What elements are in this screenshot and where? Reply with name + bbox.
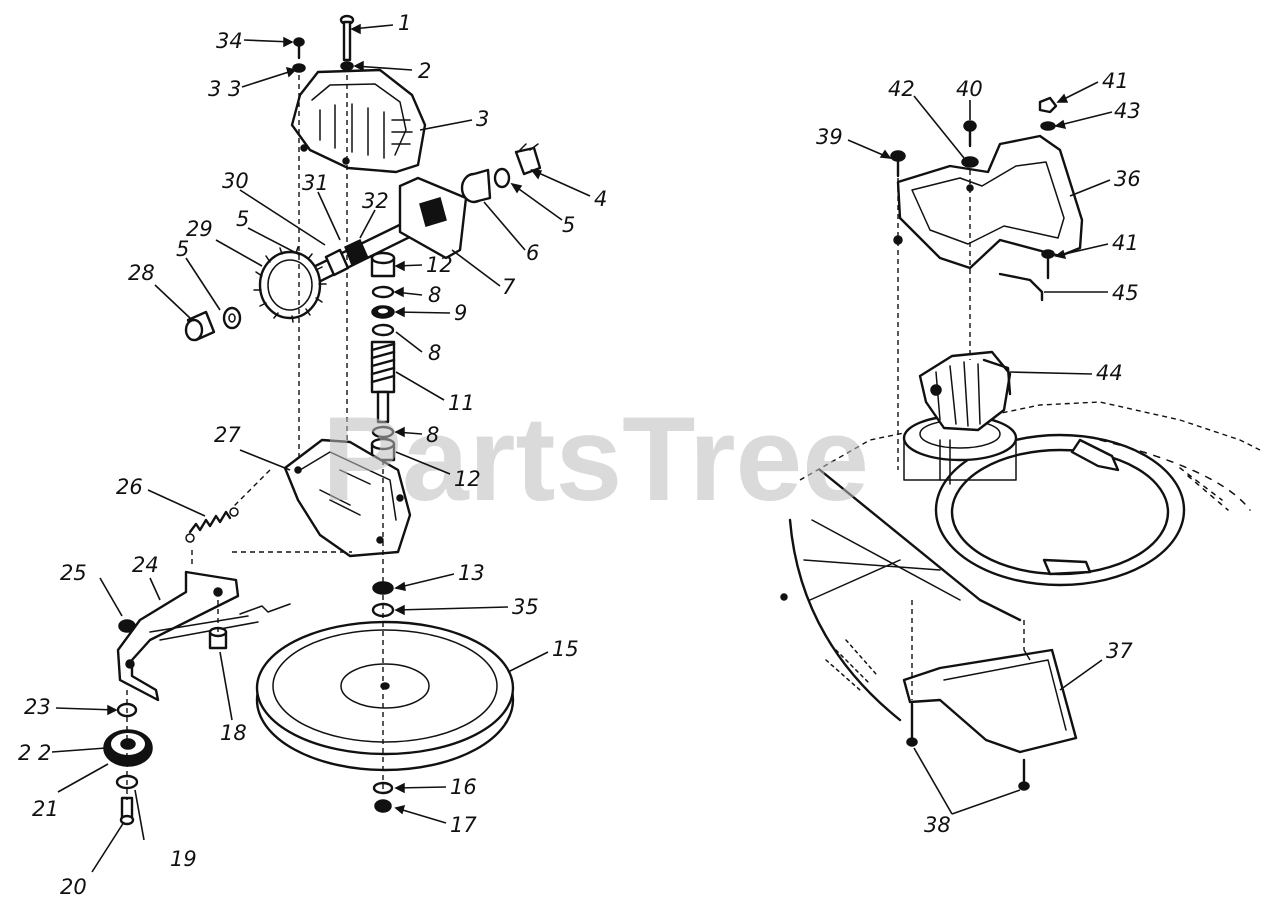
part-deck — [799, 401, 1261, 481]
callout-45: 45 — [1112, 281, 1139, 305]
callout-15: 15 — [552, 637, 579, 661]
part-worm-gear-11 — [370, 340, 396, 424]
callout-16: 16 — [450, 775, 477, 799]
callout-11: 11 — [448, 391, 475, 415]
chute-assembly — [780, 96, 1261, 791]
part-gearbox-housing-27 — [283, 438, 412, 558]
callout-41-lower: 41 — [1112, 231, 1139, 255]
callout-7: 7 — [502, 275, 516, 299]
part-pin-41-lower — [1041, 249, 1055, 280]
callout-18: 18 — [220, 721, 247, 745]
part-nut-41-top — [1038, 96, 1058, 114]
part-bushing-28 — [184, 310, 216, 342]
callout-labels: 1 2 3 4 5 6 7 12 8 9 8 11 8 12 13 35 15 … — [18, 11, 1141, 899]
callout-40: 40 — [956, 77, 983, 101]
part-spring-26 — [185, 507, 239, 543]
leader-lines — [51, 23, 1113, 873]
part-nut-17 — [374, 799, 392, 813]
callout-8-c: 8 — [426, 423, 439, 447]
part-chute-top-36 — [893, 134, 1084, 270]
callout-27: 27 — [214, 423, 241, 447]
callout-8-a: 8 — [428, 283, 441, 307]
part-washer-43 — [1040, 121, 1056, 131]
part-bearing-plate-7 — [398, 176, 468, 260]
callout-29: 29 — [186, 217, 213, 241]
part-bearing-9 — [371, 305, 395, 319]
callout-39: 39 — [816, 125, 843, 149]
callout-8-b: 8 — [428, 341, 441, 365]
callout-25: 25 — [60, 561, 87, 585]
part-washer-5-right — [493, 167, 511, 189]
callout-36: 36 — [1114, 167, 1141, 191]
callout-13: 13 — [458, 561, 485, 585]
callout-24: 24 — [132, 553, 159, 577]
part-idler-bracket-24 — [116, 570, 259, 702]
part-screw-39 — [890, 150, 906, 178]
callout-12-bottom: 12 — [454, 467, 481, 491]
callout-41-top: 41 — [1102, 69, 1129, 93]
callout-33: 3 3 — [208, 77, 241, 101]
part-collar-4 — [514, 143, 542, 176]
part-washer-8-c — [371, 425, 395, 439]
callout-43: 43 — [1114, 99, 1141, 123]
part-screw-38-left — [906, 702, 918, 747]
callout-26: 26 — [116, 475, 143, 499]
part-pulley-15 — [255, 620, 515, 772]
part-deflector-37 — [902, 648, 1078, 754]
part-washer-8-b — [371, 323, 395, 337]
part-discharge-ring — [934, 433, 1186, 587]
callout-28: 28 — [128, 261, 155, 285]
callout-30: 30 — [222, 169, 249, 193]
callout-32: 32 — [362, 189, 389, 213]
callout-31: 31 — [302, 171, 329, 195]
part-gear-29 — [253, 246, 327, 323]
callout-23: 23 — [24, 695, 51, 719]
callout-20: 20 — [60, 875, 87, 899]
part-bolt-1 — [339, 14, 355, 62]
watermark-text: PartsTree — [322, 392, 869, 526]
gearbox-assembly — [103, 14, 542, 826]
callout-42: 42 — [888, 77, 915, 101]
callout-35: 35 — [512, 595, 539, 619]
callout-34: 34 — [216, 29, 243, 53]
callout-6: 6 — [526, 241, 539, 265]
callout-4: 4 — [594, 187, 607, 211]
part-gearbox-cover-3 — [290, 68, 427, 174]
part-washer-8-a — [371, 285, 395, 299]
part-bushing-12-bottom — [370, 437, 396, 462]
part-bushing-6 — [460, 168, 492, 204]
part-screw-38-right — [1018, 758, 1030, 791]
callout-17: 17 — [450, 813, 477, 837]
callout-3: 3 — [476, 107, 489, 131]
part-washer-5-left — [222, 306, 242, 330]
part-bushing-12-top — [370, 251, 396, 278]
part-screw-40 — [963, 120, 977, 148]
callout-38: 38 — [924, 813, 951, 837]
callout-9: 9 — [454, 301, 467, 325]
part-rod-45 — [998, 272, 1044, 302]
callout-44: 44 — [1096, 361, 1123, 385]
callout-21: 21 — [32, 797, 59, 821]
part-gear-assembly-44 — [918, 350, 1012, 485]
callout-2: 2 — [418, 59, 431, 83]
callout-1: 1 — [398, 11, 411, 35]
callout-5-right: 5 — [562, 213, 575, 237]
part-washer-42 — [961, 156, 979, 168]
callout-12-top: 12 — [426, 253, 453, 277]
callout-5-left-b: 5 — [236, 207, 249, 231]
callout-5-left-a: 5 — [176, 237, 189, 261]
callout-19: 19 — [170, 847, 197, 871]
callout-37: 37 — [1106, 639, 1133, 663]
part-nut-25 — [118, 619, 136, 633]
part-idler-pulley-22 — [103, 729, 153, 767]
callout-22: 2 2 — [18, 741, 51, 765]
part-washer-2 — [340, 61, 354, 71]
part-bolt-20 — [119, 796, 135, 826]
part-screw-34 — [293, 37, 305, 60]
